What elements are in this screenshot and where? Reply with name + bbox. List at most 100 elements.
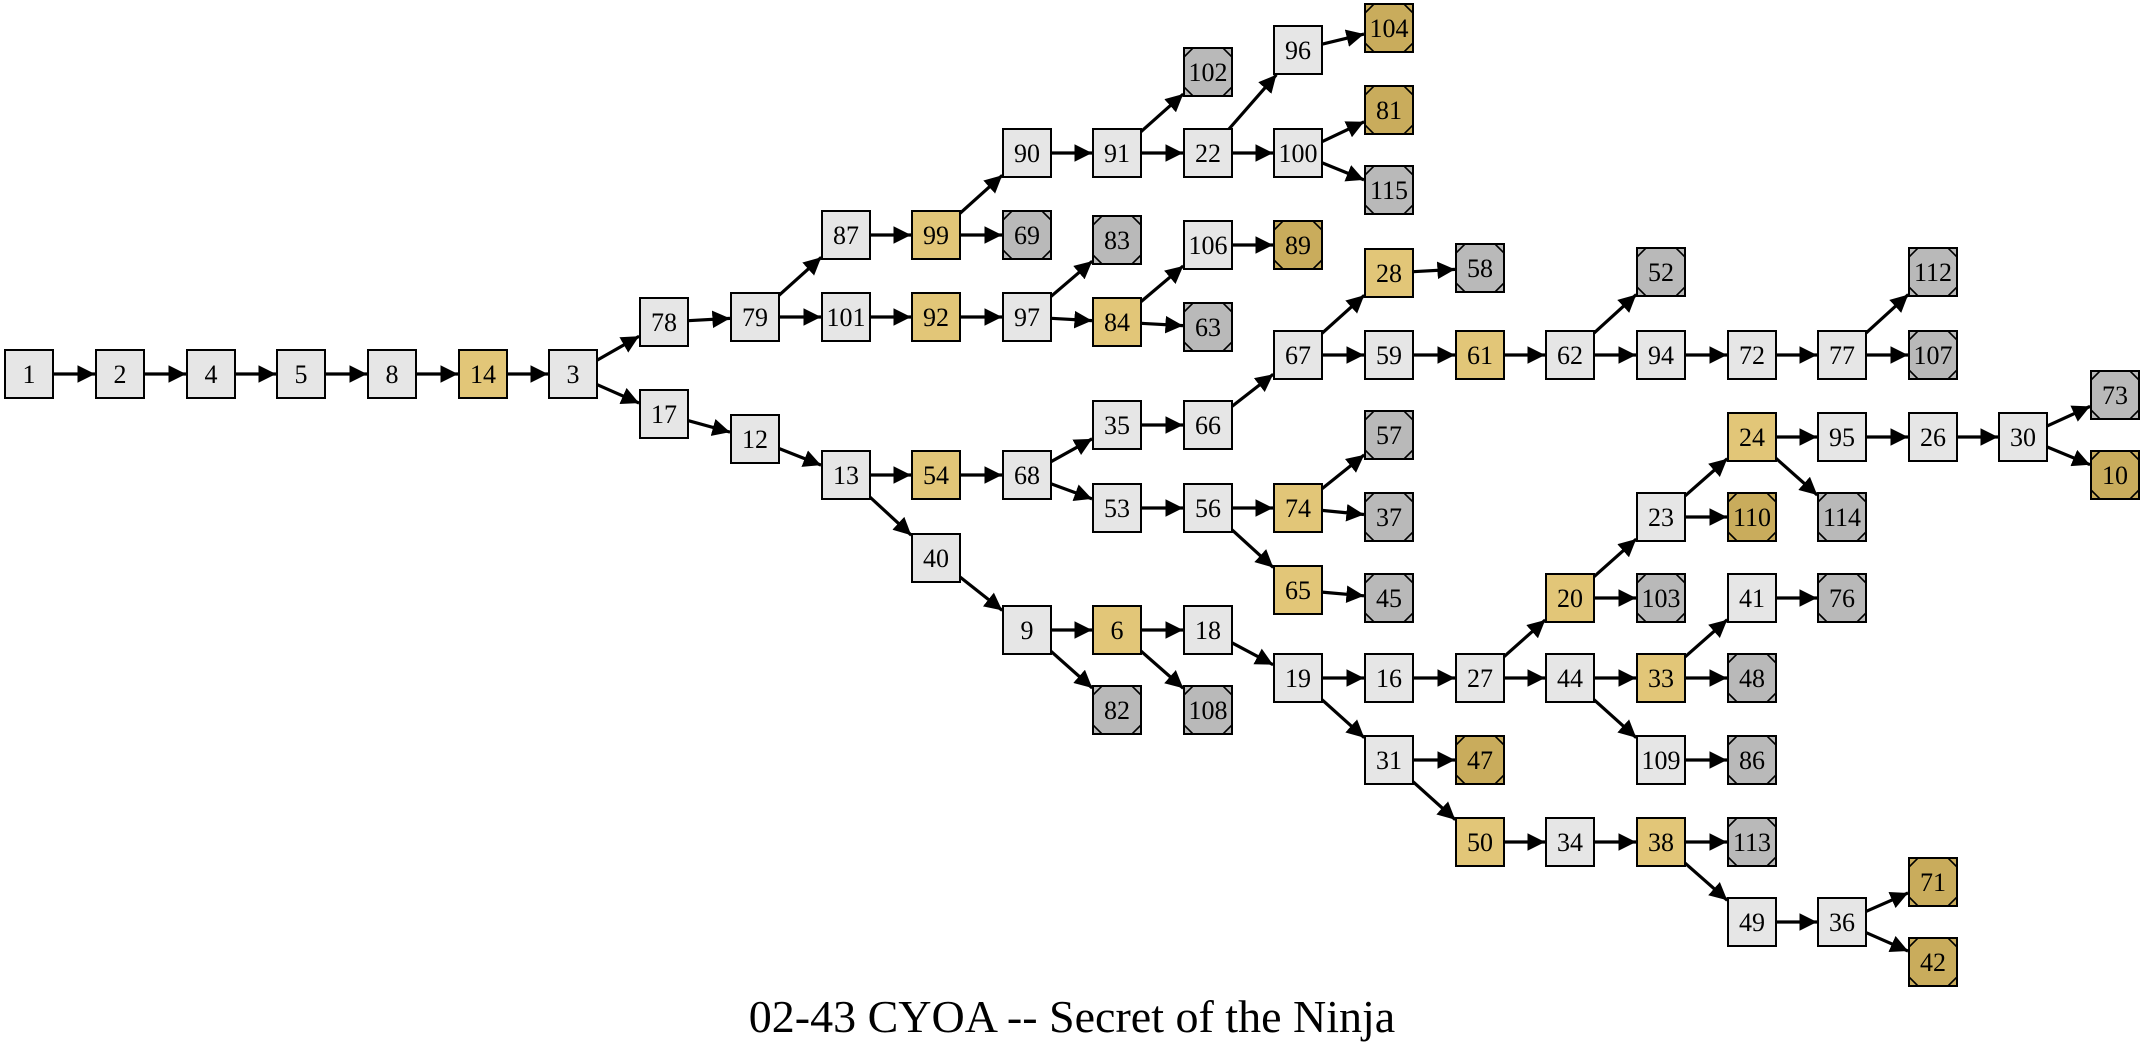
node-box [1273, 25, 1323, 75]
node-label: 16 [1376, 664, 1402, 693]
node-label: 87 [833, 221, 859, 250]
edge-66-to-67 [1231, 373, 1275, 408]
node-31: 31 [1364, 735, 1414, 785]
node-81: 81 [1364, 85, 1414, 135]
edge-20-to-23 [1592, 537, 1638, 578]
node-label: 114 [1823, 503, 1861, 532]
node-box [639, 297, 689, 347]
ending-octagon-mark [1455, 735, 1505, 785]
edge-30-to-10 [2046, 445, 2091, 467]
edge-24-to-114 [1774, 457, 1819, 497]
node-22: 22 [1183, 128, 1233, 178]
node-box [548, 349, 598, 399]
node-87: 87 [821, 210, 871, 260]
node-box [911, 450, 961, 500]
ending-octagon-mark [2090, 450, 2140, 500]
node-label: 26 [1920, 423, 1946, 452]
node-label: 52 [1648, 258, 1674, 287]
node-label: 110 [1733, 503, 1771, 532]
node-label: 92 [923, 303, 949, 332]
ending-octagon-mark [1002, 210, 1052, 260]
node-label: 50 [1467, 828, 1493, 857]
node-box [1455, 330, 1505, 380]
ending-octagon-mark [1364, 492, 1414, 542]
node-99: 99 [911, 210, 961, 260]
node-82: 82 [1092, 685, 1142, 735]
node-110: 110 [1727, 492, 1777, 542]
edge-13-to-40 [868, 495, 913, 537]
node-label: 17 [651, 400, 677, 429]
node-label: 74 [1285, 494, 1311, 523]
node-box [1817, 412, 1867, 462]
node-label: 100 [1279, 139, 1318, 168]
edge-9-to-82 [1049, 650, 1094, 690]
node-box [639, 389, 689, 439]
node-59: 59 [1364, 330, 1414, 380]
node-box [1908, 412, 1958, 462]
node-box [911, 533, 961, 583]
node-label: 6 [1111, 616, 1124, 645]
ending-octagon-mark [1092, 685, 1142, 735]
node-label: 82 [1104, 696, 1130, 725]
ending-octagon-mark [1908, 857, 1958, 907]
node-label: 45 [1376, 584, 1402, 613]
edge-97-to-83 [1049, 259, 1094, 298]
node-91: 91 [1092, 128, 1142, 178]
node-label: 19 [1285, 664, 1311, 693]
node-24: 24 [1727, 412, 1777, 462]
node-label: 81 [1376, 96, 1402, 125]
node-label: 94 [1648, 341, 1674, 370]
ending-octagon-mark [1908, 247, 1958, 297]
node-box [1273, 565, 1323, 615]
node-label: 104 [1370, 14, 1409, 43]
edge-77-to-112 [1864, 293, 1910, 335]
node-48: 48 [1727, 653, 1777, 703]
node-label: 115 [1370, 176, 1408, 205]
node-106: 106 [1183, 220, 1233, 270]
node-box [1364, 85, 1414, 135]
node-box [911, 210, 961, 260]
node-box [821, 210, 871, 260]
node-40: 40 [911, 533, 961, 583]
edge-96-to-104 [1321, 29, 1365, 47]
edge-3-to-17 [596, 383, 640, 405]
node-box [730, 292, 780, 342]
edge-56-to-65 [1230, 528, 1275, 569]
node-label: 107 [1914, 341, 1953, 370]
ending-octagon-mark [1727, 817, 1777, 867]
edge-18-to-19 [1231, 641, 1274, 667]
node-label: 34 [1557, 828, 1583, 857]
node-79: 79 [730, 292, 780, 342]
ending-octagon-mark [1364, 410, 1414, 460]
node-16: 16 [1364, 653, 1414, 703]
node-65: 65 [1273, 565, 1323, 615]
node-label: 66 [1195, 411, 1221, 440]
node-115: 115 [1364, 165, 1414, 215]
node-label: 54 [923, 461, 949, 490]
node-label: 69 [1014, 221, 1040, 250]
node-86: 86 [1727, 735, 1777, 785]
ending-octagon-mark [1817, 492, 1867, 542]
node-box [1273, 483, 1323, 533]
node-label: 10 [2102, 461, 2128, 490]
edge-28-to-58 [1412, 261, 1456, 280]
node-23: 23 [1636, 492, 1686, 542]
node-label: 27 [1467, 664, 1493, 693]
node-42: 42 [1908, 937, 1958, 987]
node-label: 41 [1739, 584, 1765, 613]
node-label: 42 [1920, 948, 1946, 977]
node-label: 71 [1920, 868, 1946, 897]
node-box [1183, 483, 1233, 533]
node-109: 109 [1636, 735, 1686, 785]
node-41: 41 [1727, 573, 1777, 623]
ending-octagon-mark [1092, 215, 1142, 265]
node-box [1183, 128, 1233, 178]
node-50: 50 [1455, 817, 1505, 867]
node-box [1727, 412, 1777, 462]
node-box [1273, 128, 1323, 178]
edge-17-to-12 [687, 418, 731, 436]
node-label: 76 [1829, 584, 1855, 613]
node-label: 9 [1021, 616, 1034, 645]
